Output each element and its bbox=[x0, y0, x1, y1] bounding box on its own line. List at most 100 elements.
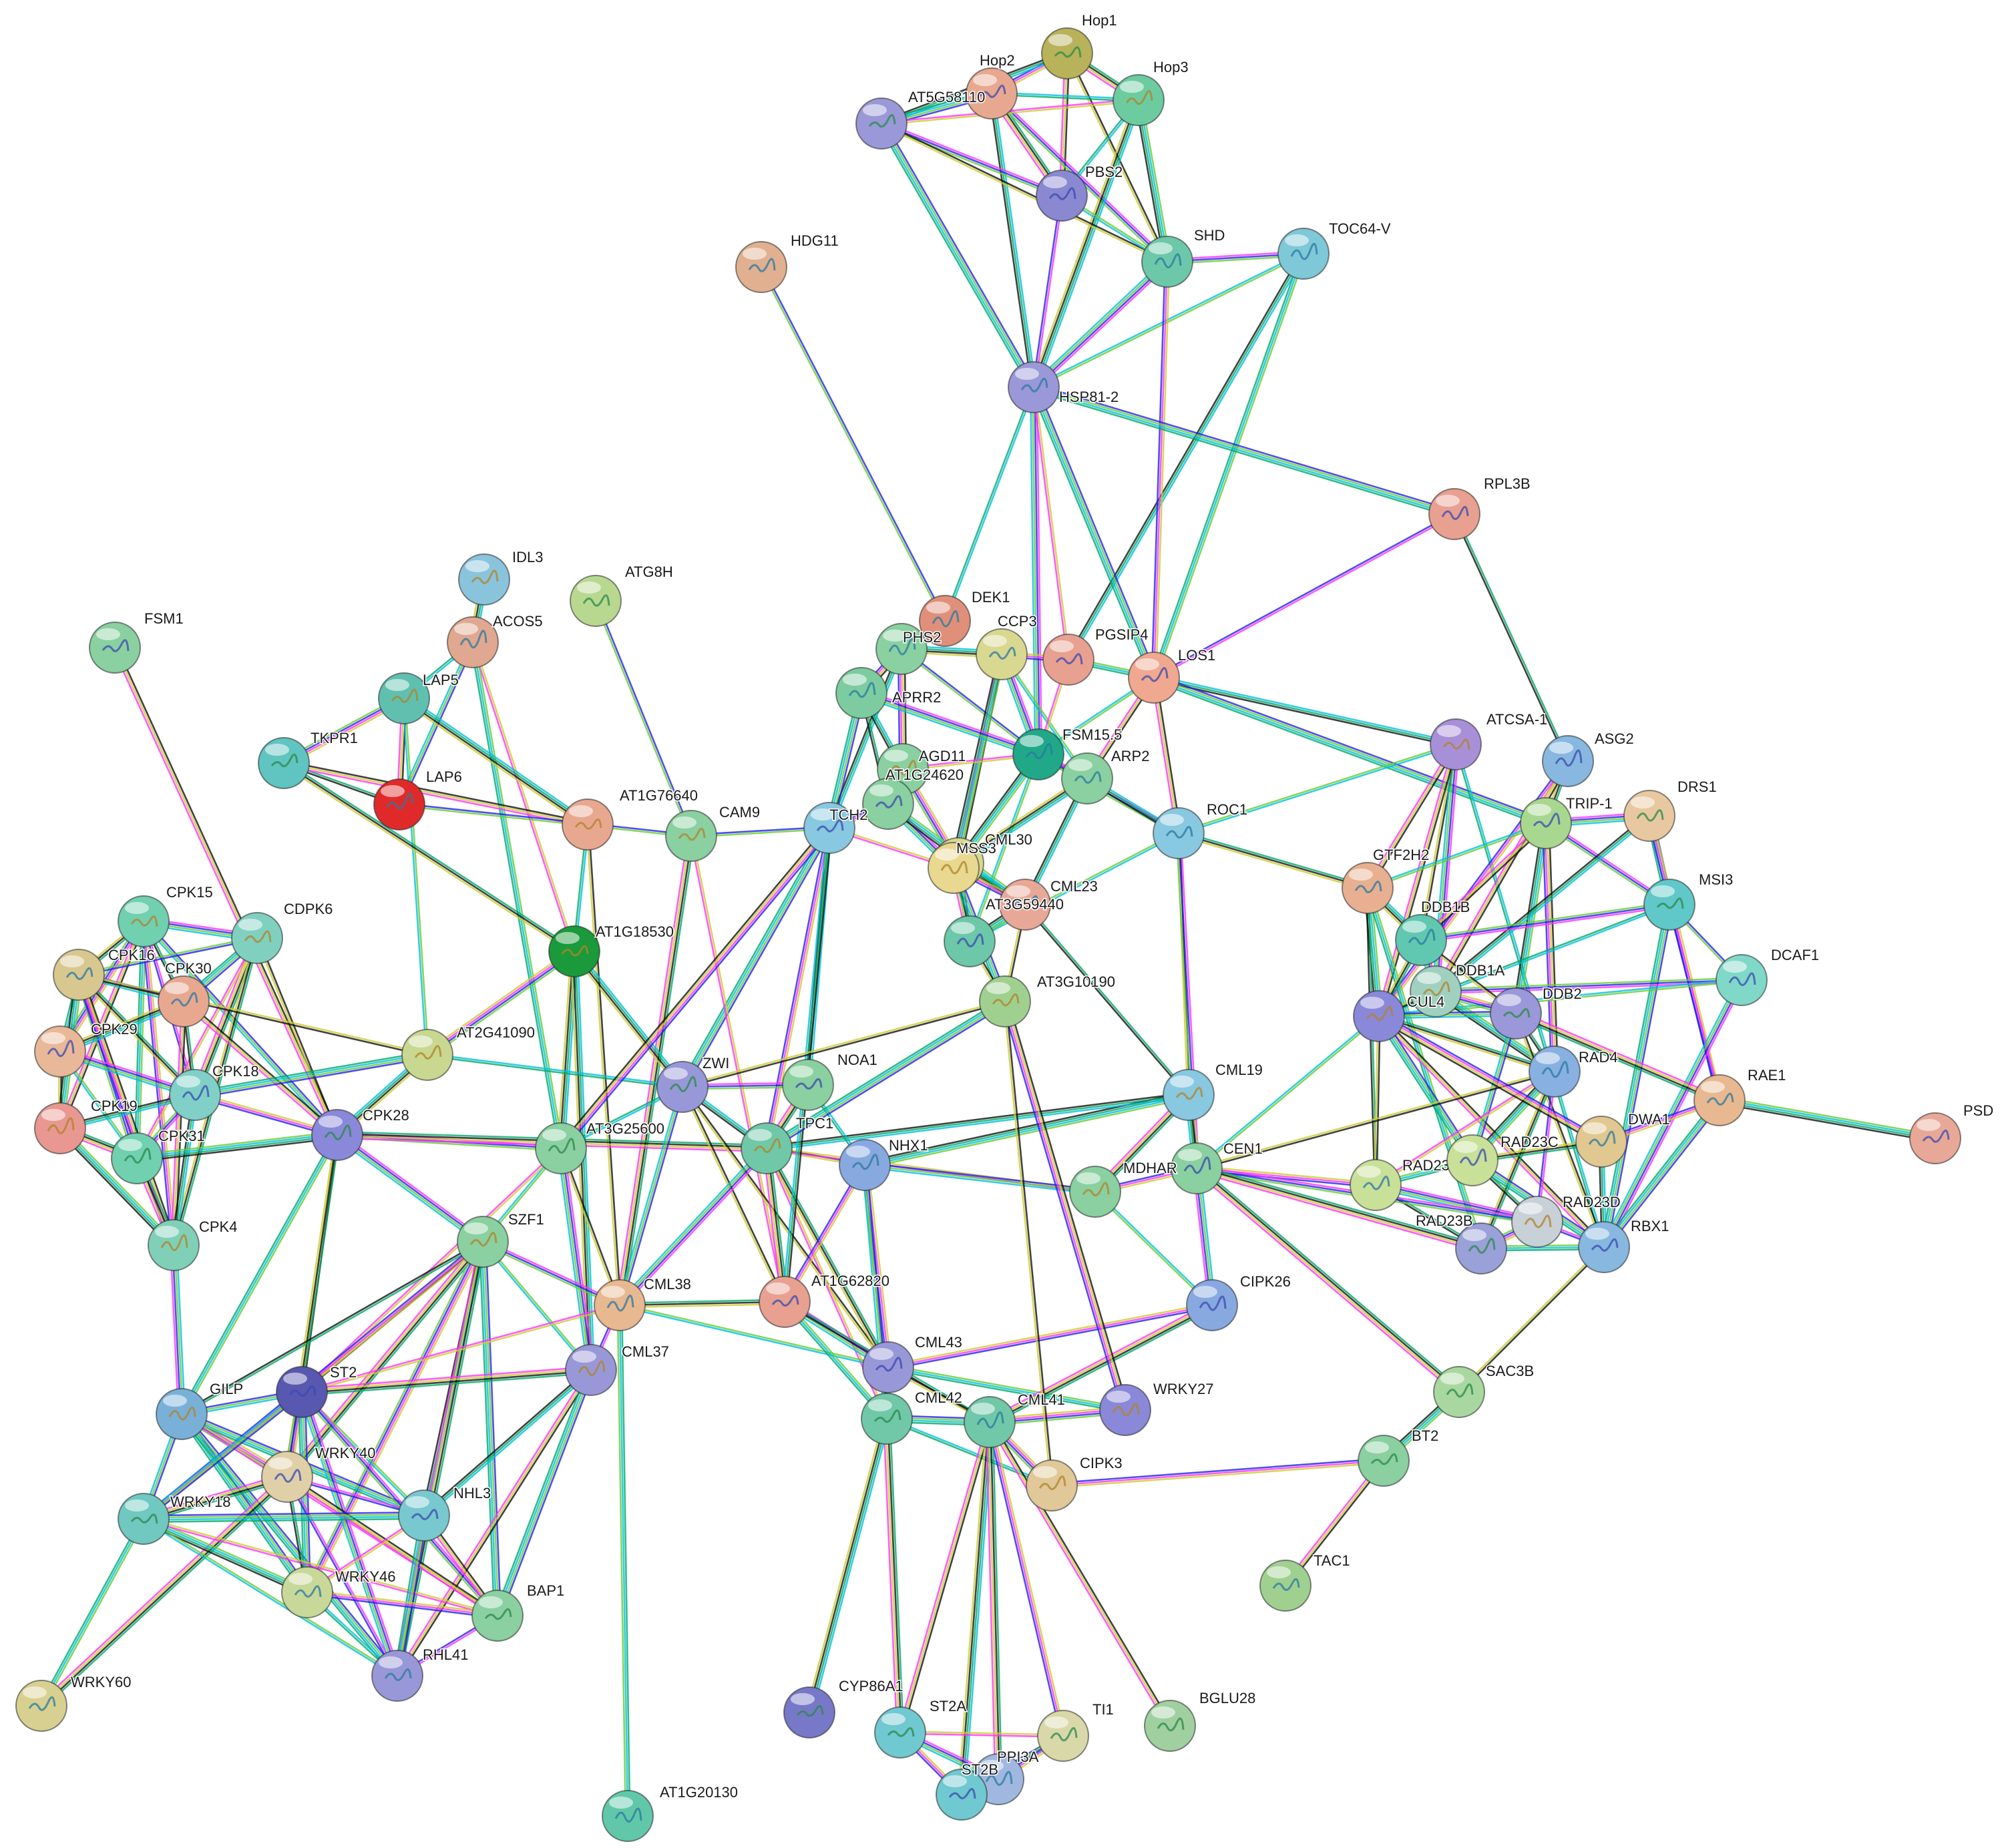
node-DEK1[interactable]: DEK1 bbox=[919, 588, 1011, 647]
node-BGLU28[interactable]: BGLU28 bbox=[1144, 1689, 1257, 1752]
node-RAD23B[interactable]: RAD23B bbox=[1415, 1212, 1507, 1275]
node-GTF2H2[interactable]: GTF2H2 bbox=[1342, 846, 1430, 914]
node-AT3G25600[interactable]: AT3G25600 bbox=[535, 1120, 666, 1174]
node-APRR2[interactable]: APRR2 bbox=[835, 667, 942, 719]
node-WRKY18[interactable]: WRKY18 bbox=[118, 1493, 232, 1545]
node-NHX1[interactable]: NHX1 bbox=[839, 1136, 929, 1191]
node-TRIP-1[interactable]: TRIP-1 bbox=[1520, 794, 1613, 849]
node-ATG8H[interactable]: ATG8H bbox=[570, 563, 674, 627]
node-CML19[interactable]: CML19 bbox=[1163, 1061, 1263, 1121]
node-MDHAR[interactable]: MDHAR bbox=[1069, 1159, 1178, 1218]
node-CPK4[interactable]: CPK4 bbox=[148, 1218, 238, 1271]
node-AT3G10190[interactable]: AT3G10190 bbox=[979, 973, 1117, 1027]
node-AT1G24620[interactable]: AT1G24620 bbox=[862, 766, 965, 830]
node-RAD4[interactable]: RAD4 bbox=[1529, 1046, 1619, 1098]
node-RHL41[interactable]: RHL41 bbox=[371, 1646, 469, 1702]
node-DWA1[interactable]: DWA1 bbox=[1575, 1110, 1671, 1168]
node-TPC1[interactable]: TPC1 bbox=[741, 1114, 835, 1174]
node-AT1G20130[interactable]: AT1G20130 bbox=[602, 1783, 739, 1842]
node-IDL3[interactable]: IDL3 bbox=[458, 548, 544, 606]
node-ZWI[interactable]: ZWI bbox=[656, 1054, 731, 1113]
node-PBS2[interactable]: PBS2 bbox=[1036, 163, 1124, 222]
node-BAP1[interactable]: BAP1 bbox=[471, 1582, 566, 1642]
node-Hop3[interactable]: Hop3 bbox=[1113, 58, 1189, 126]
node-CPK28[interactable]: CPK28 bbox=[311, 1106, 410, 1161]
node-PSD[interactable]: PSD bbox=[1909, 1102, 1995, 1164]
node-CPK31[interactable]: CPK31 bbox=[111, 1127, 206, 1184]
node-AT2G41090[interactable]: AT2G41090 bbox=[401, 1023, 536, 1081]
node-CML42[interactable]: CML42 bbox=[861, 1389, 963, 1445]
node-WRKY40[interactable]: WRKY40 bbox=[261, 1444, 377, 1503]
node-AT1G18530[interactable]: AT1G18530 bbox=[548, 923, 675, 977]
node-RAE1[interactable]: RAE1 bbox=[1693, 1066, 1787, 1126]
node-ROC1[interactable]: ROC1 bbox=[1153, 800, 1249, 859]
node-CPK18[interactable]: CPK18 bbox=[169, 1062, 260, 1121]
node-CPK15[interactable]: CPK15 bbox=[118, 883, 214, 947]
node-WRKY46[interactable]: WRKY46 bbox=[281, 1566, 397, 1618]
node-DRS1[interactable]: DRS1 bbox=[1623, 778, 1718, 842]
node-CPK29[interactable]: CPK29 bbox=[34, 1020, 138, 1078]
node-TAC1[interactable]: TAC1 bbox=[1259, 1552, 1351, 1612]
node-AT5G58110[interactable]: AT5G58110 bbox=[855, 88, 986, 150]
node-LAP5[interactable]: LAP5 bbox=[378, 671, 459, 724]
node-RAD23C[interactable]: RAD23C bbox=[1446, 1133, 1559, 1186]
node-FSM1[interactable]: FSM1 bbox=[89, 610, 184, 674]
node-NOA1[interactable]: NOA1 bbox=[782, 1051, 878, 1111]
node-TOC64-V[interactable]: TOC64-V bbox=[1277, 220, 1392, 280]
node-AT1G62820[interactable]: AT1G62820 bbox=[759, 1272, 891, 1328]
node-ST2[interactable]: ST2 bbox=[276, 1363, 358, 1418]
node-BT2[interactable]: BT2 bbox=[1358, 1427, 1440, 1487]
node-ST2B[interactable]: ST2B bbox=[936, 1761, 1000, 1821]
node-RAD23D[interactable]: RAD23D bbox=[1511, 1193, 1621, 1248]
node-CIPK26[interactable]: CIPK26 bbox=[1186, 1273, 1291, 1331]
node-AT1G76640[interactable]: AT1G76640 bbox=[562, 786, 699, 851]
node-CYP86A1[interactable]: CYP86A1 bbox=[783, 1677, 904, 1739]
node-NHL3[interactable]: NHL3 bbox=[398, 1484, 492, 1542]
node-TKPR1[interactable]: TKPR1 bbox=[258, 729, 359, 789]
node-DDB1A[interactable]: DDB1A bbox=[1410, 961, 1506, 1017]
node-MSI3[interactable]: MSI3 bbox=[1643, 871, 1734, 931]
node-SZF1[interactable]: SZF1 bbox=[457, 1210, 545, 1268]
node-DCAF1[interactable]: DCAF1 bbox=[1716, 946, 1820, 1006]
node-CIPK3[interactable]: CIPK3 bbox=[1026, 1454, 1123, 1512]
node-CUL4[interactable]: CUL4 bbox=[1353, 990, 1446, 1042]
node-CML37[interactable]: CML37 bbox=[565, 1343, 670, 1396]
node-CPK19[interactable]: CPK19 bbox=[34, 1097, 138, 1154]
node-Hop1[interactable]: Hop1 bbox=[1041, 11, 1118, 79]
node-AT3G59440[interactable]: AT3G59440 bbox=[944, 895, 1065, 967]
node-HSP81-2[interactable]: HSP81-2 bbox=[1008, 361, 1120, 413]
node-CPK30[interactable]: CPK30 bbox=[158, 959, 212, 1027]
node-CAM9[interactable]: CAM9 bbox=[665, 803, 761, 862]
node-HDG11[interactable]: HDG11 bbox=[735, 232, 839, 293]
node-ARP2[interactable]: ARP2 bbox=[1061, 747, 1151, 804]
node-CCP3[interactable]: CCP3 bbox=[976, 612, 1038, 680]
node-CDPK6[interactable]: CDPK6 bbox=[231, 900, 334, 964]
node-WRKY27[interactable]: WRKY27 bbox=[1099, 1380, 1215, 1436]
node-ATCSA-1[interactable]: ATCSA-1 bbox=[1430, 710, 1549, 770]
node-ACOS5[interactable]: ACOS5 bbox=[447, 612, 544, 668]
node-CML41[interactable]: CML41 bbox=[964, 1391, 1066, 1448]
node-DDB2[interactable]: DDB2 bbox=[1490, 985, 1583, 1040]
node-TCH2[interactable]: TCH2 bbox=[803, 802, 869, 854]
node-CPK16[interactable]: CPK16 bbox=[53, 946, 156, 1001]
node-Hop2[interactable]: Hop2 bbox=[966, 51, 1018, 120]
node-CEN1[interactable]: CEN1 bbox=[1171, 1140, 1263, 1194]
node-CML23[interactable]: CML23 bbox=[999, 877, 1098, 931]
node-ASG2[interactable]: ASG2 bbox=[1542, 730, 1635, 787]
node-SAC3B[interactable]: SAC3B bbox=[1433, 1362, 1535, 1418]
node-SHD[interactable]: SHD bbox=[1141, 226, 1226, 288]
node-MSS3[interactable]: MSS3 bbox=[928, 839, 997, 894]
node-ST2A[interactable]: ST2A bbox=[874, 1697, 968, 1759]
node-CML43[interactable]: CML43 bbox=[862, 1333, 963, 1393]
node-DDB1B[interactable]: DDB1B bbox=[1395, 898, 1471, 966]
node-RBX1[interactable]: RBX1 bbox=[1578, 1217, 1670, 1273]
node-WRKY60[interactable]: WRKY60 bbox=[15, 1673, 132, 1732]
node-FSM15.5[interactable]: FSM15.5 bbox=[1012, 726, 1123, 780]
node-PHS2[interactable]: PHS2 bbox=[875, 623, 942, 675]
node-LAP6[interactable]: LAP6 bbox=[373, 768, 463, 831]
node-GILP[interactable]: GILP bbox=[156, 1380, 244, 1440]
node-LOS1[interactable]: LOS1 bbox=[1128, 646, 1217, 704]
node-TI1[interactable]: TI1 bbox=[1037, 1700, 1115, 1762]
node-CML38[interactable]: CML38 bbox=[594, 1275, 692, 1331]
node-PGSIP4[interactable]: PGSIP4 bbox=[1042, 626, 1149, 686]
